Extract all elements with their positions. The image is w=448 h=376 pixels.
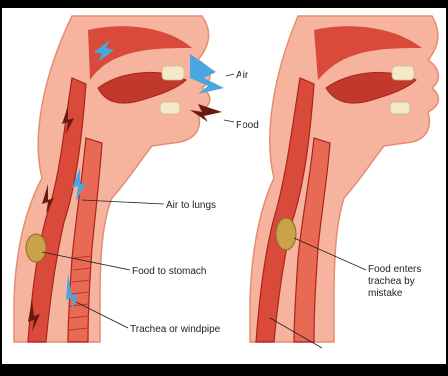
swallowing-diagram: Air Food Air to lungs Food to stomach Tr… [2, 8, 446, 364]
left-head-figure: Air Food Air to lungs Food to stomach Tr… [14, 16, 259, 342]
left-food-bolus [26, 234, 46, 262]
label-food-enters-line2: trachea by [368, 276, 415, 287]
label-trachea: Trachea or windpipe [130, 324, 221, 335]
diagram-panel: Air Food Air to lungs Food to stomach Tr… [2, 8, 446, 364]
label-food-enters-line3: mistake [368, 288, 403, 299]
left-lower-teeth [160, 102, 180, 114]
right-upper-teeth [392, 66, 414, 80]
label-food-to-stomach: Food to stomach [132, 266, 206, 277]
right-food-bolus [276, 218, 296, 250]
right-head-figure: Food enters trachea by mistake [250, 16, 438, 348]
left-upper-teeth [162, 66, 184, 80]
right-lower-teeth [390, 102, 410, 114]
label-food: Food [236, 120, 259, 131]
label-air-to-lungs: Air to lungs [166, 200, 216, 211]
label-food-enters-line1: Food enters [368, 264, 421, 275]
